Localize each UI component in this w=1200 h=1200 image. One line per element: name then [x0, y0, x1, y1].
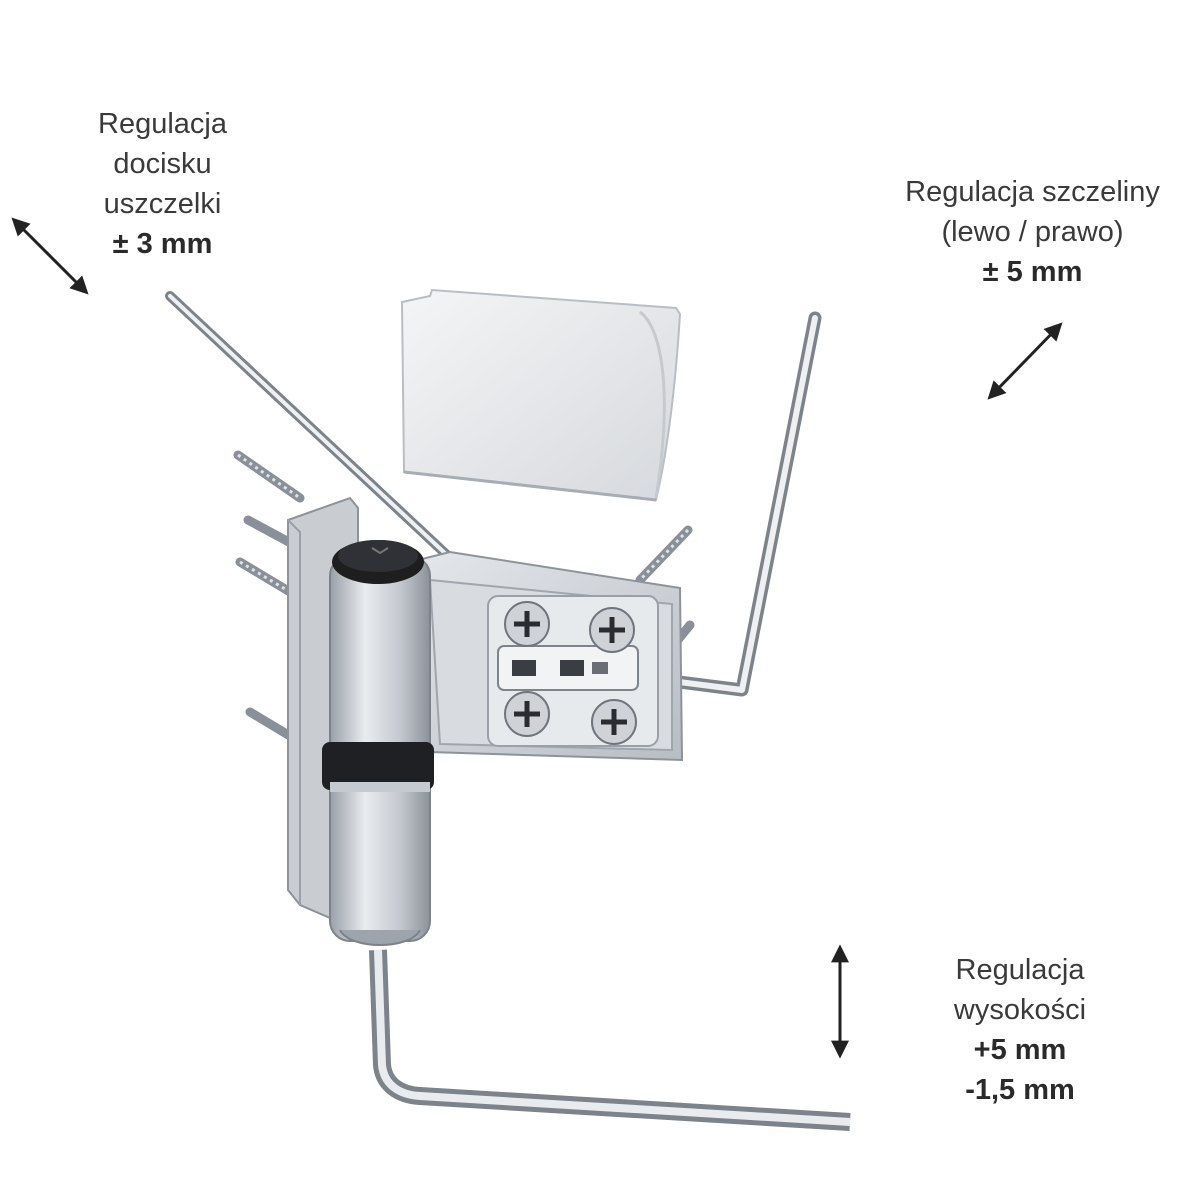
height-adjustment-label: Regulacja wysokości +5 mm -1,5 mm	[905, 950, 1135, 1110]
seal-adjustment-label: Regulacja docisku uszczelki ± 3 mm	[40, 104, 285, 264]
adjustment-slide	[497, 645, 639, 691]
height-label-line1: Regulacja	[955, 954, 1085, 986]
screw-head-2	[589, 607, 635, 653]
height-label-value-plus: +5 mm	[973, 1034, 1067, 1066]
height-label-value-minus: -1,5 mm	[965, 1074, 1075, 1106]
hinge-barrel	[322, 540, 434, 946]
hex-key-diagonal	[165, 291, 453, 561]
screw-head-4	[591, 699, 637, 745]
gap-adjustment-label: Regulacja szczeliny (lewo / prawo) ± 5 m…	[860, 172, 1200, 292]
gap-label-line1: Regulacja szczeliny	[905, 176, 1160, 208]
gap-label-line2: (lewo / prawo)	[941, 216, 1124, 248]
screw-head-3	[504, 691, 550, 737]
seal-label-line2: docisku	[113, 148, 212, 180]
height-label-line2: wysokości	[953, 994, 1087, 1026]
seal-label-line1: Regulacja	[98, 108, 227, 140]
seal-label-value: ± 3 mm	[112, 228, 213, 260]
gap-label-value: ± 5 mm	[982, 256, 1083, 288]
hinge-cover-cap	[400, 288, 682, 502]
seal-adjustment-arrow	[11, 217, 89, 295]
gap-adjustment-arrow	[987, 322, 1063, 400]
hex-key-bottom	[369, 949, 851, 1131]
plate-screws	[504, 601, 637, 745]
screw-head-1	[504, 601, 550, 647]
seal-label-line3: uszczelki	[103, 188, 222, 220]
